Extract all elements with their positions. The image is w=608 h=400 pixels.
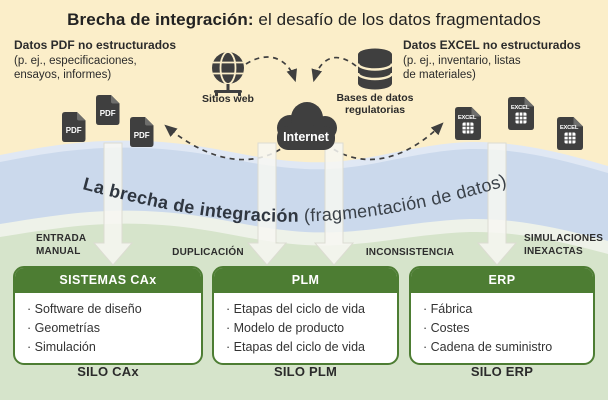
dashed-connector-websites-internet <box>245 56 297 83</box>
pdf-file-icon: PDF <box>96 95 120 125</box>
pdf-file-label: PDF <box>134 131 150 140</box>
system-box-plm: PLM Etapas del ciclo de vida Modelo de p… <box>212 266 399 365</box>
system-box-cax: SISTEMAS CAx Software de diseño Geometrí… <box>13 266 203 365</box>
internet-cloud-icon: Internet <box>277 102 337 150</box>
system-box-body: Fábrica Costes Cadena de suministro <box>411 293 593 363</box>
list-item: Simulación <box>27 338 191 357</box>
problem-line: SIMULACIONES <box>524 233 604 244</box>
list-item: Costes <box>423 319 583 338</box>
down-arrow-inaccurate-simulations <box>476 142 518 266</box>
excel-source-block: Datos EXCEL no estructurados (p. ej., in… <box>403 38 603 82</box>
list-item: Cadena de suministro <box>423 338 583 357</box>
problem-label-inconsistency: INCONSISTENCIA <box>350 246 470 259</box>
problem-label-duplication: DUPLICACIÓN <box>148 246 268 259</box>
excel-source-sub2: de materiales) <box>403 69 476 81</box>
excel-file-icon: EXCEL <box>557 117 583 150</box>
globe-icon <box>212 51 244 96</box>
excel-file-label: EXCEL <box>560 125 579 131</box>
system-box-body: Etapas del ciclo de vida Modelo de produ… <box>214 293 397 363</box>
problem-line: ENTRADA <box>36 233 87 244</box>
problem-label-inaccurate-simulations: SIMULACIONES INEXACTAS <box>524 232 603 258</box>
system-box-header: SISTEMAS CAx <box>15 268 201 293</box>
title-regular-part: el desafío de los datos fragmentados <box>253 10 541 29</box>
problem-line: INCONSISTENCIA <box>365 247 455 258</box>
problem-line: MANUAL <box>36 246 81 257</box>
excel-file-label: EXCEL <box>511 105 530 111</box>
silo-label-erp: SILO ERP <box>470 364 534 379</box>
list-item: Etapas del ciclo de vida <box>226 338 387 357</box>
down-arrow-manual-entry <box>92 142 134 266</box>
excel-file-label: EXCEL <box>458 115 477 121</box>
list-item: Geometrías <box>27 319 191 338</box>
system-box-header: PLM <box>214 268 397 293</box>
silo-label-plm: SILO PLM <box>274 364 337 379</box>
internet-label: Internet <box>283 130 330 144</box>
pdf-source-sub2: ensayos, informes) <box>14 69 112 81</box>
system-box-erp: ERP Fábrica Costes Cadena de suministro <box>409 266 595 365</box>
system-box-body: Software de diseño Geometrías Simulación <box>15 293 201 363</box>
websites-label: Sitios web <box>202 93 254 105</box>
silo-label-cax: SILO CAx <box>77 364 139 379</box>
down-arrow-duplication <box>246 142 288 266</box>
dashed-connector-databases-internet <box>311 56 357 83</box>
excel-source-heading: Datos EXCEL no estructurados <box>403 38 581 52</box>
excel-file-icon: EXCEL <box>455 107 481 140</box>
databases-label-line1: Bases de datos <box>336 92 414 104</box>
pdf-file-icon: PDF <box>62 112 86 142</box>
title-bold-part: Brecha de integración: <box>67 10 254 29</box>
problem-line: INEXACTAS <box>524 246 583 257</box>
list-item: Fábrica <box>423 300 583 319</box>
pdf-source-heading: Datos PDF no estructurados <box>14 38 177 52</box>
database-icon <box>357 48 393 90</box>
excel-source-sub1: (p. ej., inventario, listas <box>403 55 521 67</box>
problem-line: DUPLICACIÓN <box>172 247 244 258</box>
dashed-connector-internet-pdf <box>164 124 289 161</box>
excel-file-icon: EXCEL <box>508 97 534 130</box>
list-item: Etapas del ciclo de vida <box>226 300 387 319</box>
pdf-source-block: Datos PDF no estructurados (p. ej., espe… <box>14 38 214 82</box>
page-title: Brecha de integración: el desafío de los… <box>0 10 608 30</box>
list-item: Software de diseño <box>27 300 191 319</box>
pdf-source-sub1: (p. ej., especificaciones, <box>14 55 137 67</box>
pdf-file-label: PDF <box>100 109 116 118</box>
problem-label-manual-entry: ENTRADA MANUAL <box>36 232 86 258</box>
pdf-file-icon: PDF <box>130 117 154 147</box>
down-arrow-inconsistency <box>313 142 355 266</box>
databases-label-line2: regulatorias <box>344 104 406 116</box>
system-box-header: ERP <box>411 268 593 293</box>
list-item: Modelo de producto <box>226 319 387 338</box>
dashed-connector-internet-excel <box>325 122 444 161</box>
pdf-file-label: PDF <box>66 126 82 135</box>
